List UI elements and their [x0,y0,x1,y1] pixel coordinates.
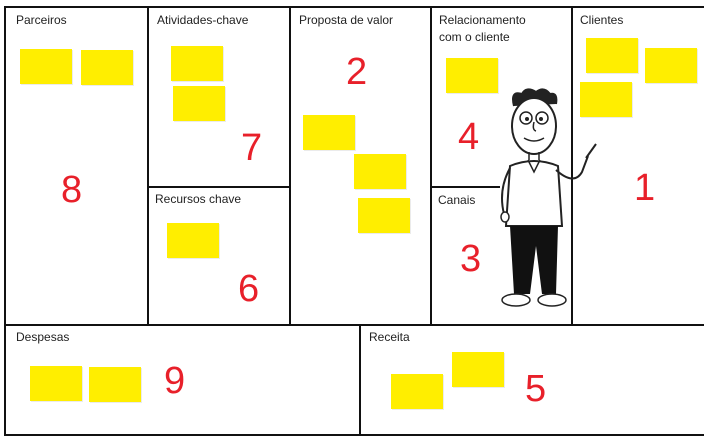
sticky-note [303,115,355,150]
block-number: 4 [458,116,480,158]
block-number: 9 [164,360,186,402]
cartoon-presenter-illustration [500,88,597,307]
sticky-note [89,367,141,402]
divider-proposition [430,6,432,326]
border-top [4,6,704,8]
sticky-note [173,86,225,121]
block-label-line1: Relacionamento [439,13,526,27]
divider-channels [430,186,500,188]
sticky-note [358,198,410,233]
block-parceiros: Parceiros 8 [6,8,147,324]
sticky-note [354,154,406,189]
block-label: Proposta de valor [299,13,394,27]
block-label: Clientes [580,13,624,27]
block-number: 1 [634,167,656,209]
block-label: Recursos chave [155,192,242,206]
border-left [4,6,6,436]
divider-activities [289,6,291,326]
block-number: 6 [238,268,260,310]
block-atividades-chave: Atividades-chave 7 [149,8,289,186]
divider-partners [147,6,149,326]
block-number: 3 [460,238,482,280]
block-label: Canais [438,193,476,207]
block-number: 2 [346,51,368,93]
block-proposta-de-valor: Proposta de valor 2 [291,8,430,324]
sticky-note [81,50,133,85]
sticky-note [645,48,697,83]
block-label: Atividades-chave [157,13,249,27]
divider-cost-revenue [359,324,361,436]
block-relacionamento: Relacionamento com o cliente 4 [432,8,571,186]
divider-middle [4,324,704,326]
sticky-note [391,374,443,409]
sticky-note [20,49,72,84]
block-label: Parceiros [16,13,67,27]
block-clientes: Clientes 1 [573,8,704,324]
block-despesas: Despesas 9 [6,326,359,434]
block-label: Receita [369,330,410,344]
sticky-note [167,223,219,258]
divider-resources [147,186,291,188]
block-label: Despesas [16,330,70,344]
sticky-note [30,366,82,401]
border-bottom [4,434,704,436]
sticky-note [452,352,504,387]
block-number: 7 [241,127,263,169]
block-receita: Receita 5 [361,326,704,434]
sticky-note [580,82,632,117]
block-label-line2: com o cliente [439,30,510,44]
sticky-note [586,38,638,73]
block-number: 8 [61,169,83,211]
sticky-note [171,46,223,81]
block-number: 5 [525,368,547,410]
block-canais: Canais 3 [432,188,571,324]
block-recursos-chave: Recursos chave 6 [149,188,289,324]
divider-relationships [571,6,573,326]
sticky-note [446,58,498,93]
